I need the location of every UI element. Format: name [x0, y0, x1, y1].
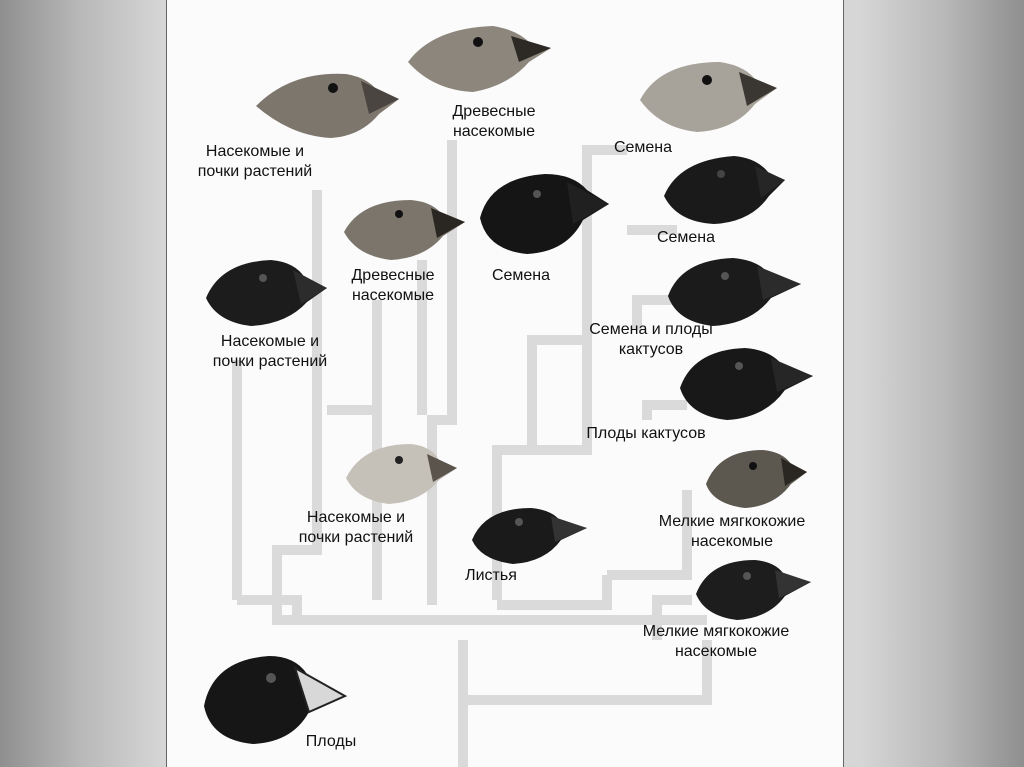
- branch-leaves: [497, 575, 612, 610]
- branch-soft-insect-1: [607, 520, 692, 580]
- finch-head-insects-buds-1: [256, 73, 399, 138]
- finch-head-seeds-large: [480, 174, 609, 254]
- branch-seeds-top: [532, 240, 592, 455]
- branch-cactus-fruit: [642, 400, 687, 420]
- branch-fruit: [463, 640, 712, 705]
- label-seeds-1: Семена: [613, 139, 673, 156]
- finch-head-seeds-dark-1: [664, 156, 785, 224]
- phylogenetic-tree: [232, 140, 712, 767]
- branch-left-mid: [232, 360, 277, 605]
- finch-head-insects-buds-2: [206, 260, 327, 326]
- finch-head-fruit: [204, 656, 348, 744]
- finch-head-insects-buds-3: [346, 444, 457, 504]
- finch-head-soft-insects-2: [696, 560, 811, 620]
- finch-head-tree-insects-2: [344, 200, 465, 260]
- finch-head-seeds-cactus: [668, 258, 801, 326]
- label-leaves: Листья: [465, 567, 517, 584]
- branch-tree-insect-top: [427, 140, 457, 605]
- label-fruit: Плоды: [305, 733, 357, 750]
- finch-head-tree-insects-1: [408, 26, 551, 92]
- label-cactus-fruit: Плоды кактусов: [586, 425, 706, 442]
- finch-head-soft-insects-1: [706, 450, 807, 508]
- label-seeds-3: Семена: [656, 229, 716, 246]
- branch-insect-low: [272, 520, 322, 620]
- branch-soft-insect-2: [652, 595, 692, 640]
- finch-head-seeds-light: [640, 62, 777, 132]
- finch-head-leaves: [472, 508, 587, 564]
- finch-head-cactus-fruit: [680, 348, 813, 420]
- label-seeds-2: Семена: [491, 267, 551, 284]
